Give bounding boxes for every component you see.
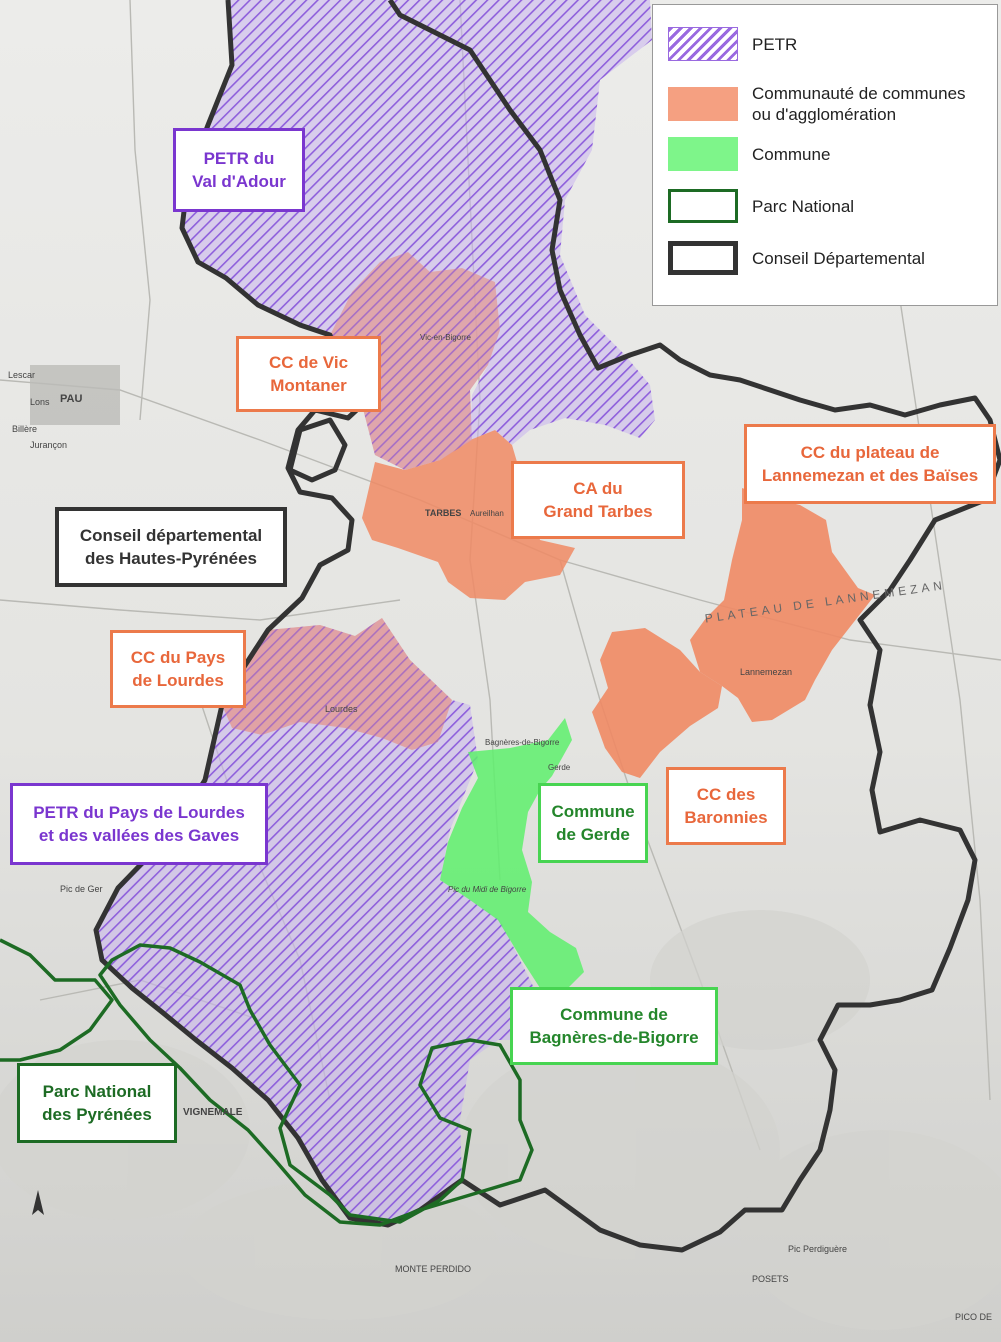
legend-row-commune: Commune <box>668 137 830 171</box>
parc-national-boundary <box>0 938 114 1062</box>
place-aureilhan: Aureilhan <box>470 509 504 518</box>
place-pau: PAU <box>60 393 82 405</box>
legend-swatch-parc <box>668 189 738 223</box>
place-lannemezan: Lannemezan <box>740 667 792 677</box>
ca-grand-tarbes-area <box>362 430 575 600</box>
petr-val-adour-hatch-overlay <box>330 252 500 470</box>
conseil-departemental-boundary <box>93 0 1001 1253</box>
cc-baronnies-area <box>592 628 722 778</box>
place-posets: POSETS <box>752 1274 789 1284</box>
petr-lourdes-hatch-overlay <box>222 618 452 750</box>
commune-bagneres-area <box>440 718 584 988</box>
place-tarbes: TARBES <box>425 508 461 518</box>
place-lescar: Lescar <box>8 370 35 380</box>
legend-label-parc: Parc National <box>752 196 855 216</box>
parc-national-boundary-main <box>98 943 534 1227</box>
place-vignemale: VIGNEMALE <box>183 1107 243 1118</box>
place-lourdes: Lourdes <box>325 704 358 714</box>
legend-swatch-petr <box>668 27 738 61</box>
place-vic: Vic-en-Bigorre <box>420 333 472 342</box>
legend-label-petr: PETR <box>752 34 798 54</box>
place-pic-perdiguere: Pic Perdiguère <box>788 1244 847 1254</box>
place-billere: Billère <box>12 424 37 434</box>
legend-label-commune: Commune <box>752 144 831 164</box>
cc-plateau-lannemezan-area <box>690 488 875 722</box>
legend-row-parc: Parc National <box>668 189 854 223</box>
place-monte-perdido: MONTE PERDIDO <box>395 1264 471 1274</box>
north-arrow-icon <box>32 1190 44 1215</box>
place-pic-midi: Pic du Midi de Bigorre <box>448 885 527 894</box>
place-bagneres: Bagnères-de-Bigorre <box>485 738 560 747</box>
pau-urban-area <box>30 365 120 425</box>
legend-label-cc: Communauté de communes ou d'agglomératio… <box>752 84 966 124</box>
place-gerde: Gerde <box>548 763 571 772</box>
place-jurancon: Jurançon <box>30 440 67 450</box>
petr-val-adour-area <box>182 0 655 445</box>
legend-swatch-cc <box>668 87 738 121</box>
legend-row-petr: PETR <box>668 27 797 61</box>
place-pic-ger: Pic de Ger <box>60 884 103 894</box>
legend-row-conseil: Conseil Départemental <box>668 241 925 275</box>
place-lons: Lons <box>30 397 50 407</box>
legend-swatch-conseil <box>668 241 738 275</box>
legend-swatch-commune <box>668 137 738 171</box>
legend-label-conseil: Conseil Départemental <box>752 248 925 268</box>
conseil-departemental-enclave <box>287 417 348 483</box>
place-pico-de: PICO DE <box>955 1312 992 1322</box>
map-legend: PETR Communauté de communes ou d'agglomé… <box>652 4 998 306</box>
legend-row-cc: Communauté de communes ou d'agglomératio… <box>668 83 966 125</box>
